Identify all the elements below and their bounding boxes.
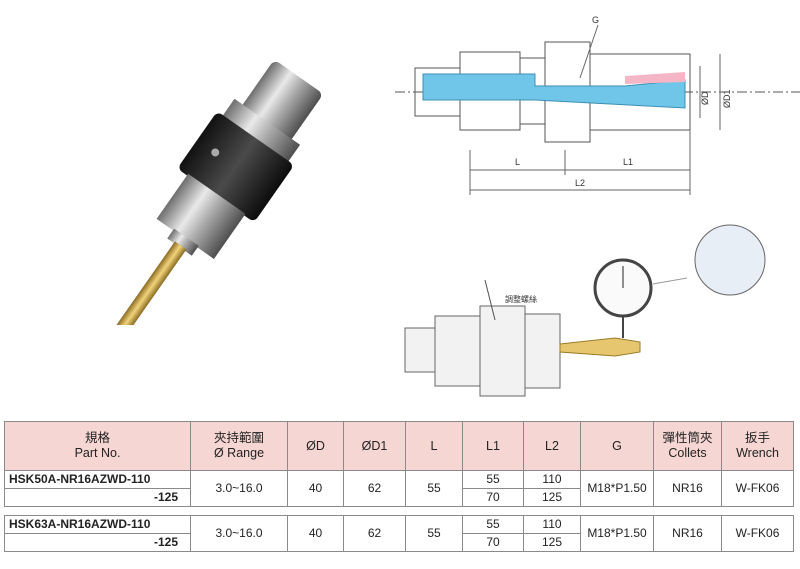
runout-check-drawing: 調整螺絲 — [404, 224, 766, 397]
l2-cell: 110 — [523, 515, 581, 534]
od-cell: 40 — [287, 470, 344, 507]
g-cell: M18*P1.50 — [580, 470, 654, 507]
g-label: G — [592, 15, 599, 25]
header-l: L — [405, 421, 463, 471]
dial-zoom — [694, 224, 766, 296]
adjust-screw-label: 調整螺絲 — [505, 294, 537, 304]
header-l2: L2 — [523, 421, 581, 471]
l2-label: L2 — [575, 178, 585, 188]
part-no: HSK63A-NR16AZWD-110 — [4, 515, 191, 534]
part-no-suffix: -125 — [4, 488, 191, 507]
collets-cell: NR16 — [653, 470, 722, 507]
tool-holder-photo — [111, 61, 322, 325]
l-label: L — [515, 157, 520, 167]
table-row: -125 70 125 — [4, 533, 794, 552]
range-cell: 3.0~16.0 — [190, 515, 288, 552]
l1-label: L1 — [623, 157, 633, 167]
l1-cell: 55 — [462, 515, 524, 534]
od1-label: ØD1 — [722, 89, 732, 108]
header-od1: ØD1 — [343, 421, 406, 471]
collets-cell: NR16 — [653, 515, 722, 552]
header-g: G — [580, 421, 654, 471]
table-row: HSK50A-NR16AZWD-110 3.0~16.0 40 62 55 55… — [4, 470, 794, 507]
table-row: HSK63A-NR16AZWD-110 3.0~16.0 40 62 55 55… — [4, 515, 794, 552]
part-no: HSK50A-NR16AZWD-110 — [4, 470, 191, 489]
od1-cell: 62 — [343, 515, 406, 552]
table-row: -125 70 125 — [4, 488, 794, 507]
od-cell: 40 — [287, 515, 344, 552]
od-label: ØD — [700, 91, 710, 105]
table-spacer — [5, 507, 794, 516]
l1-cell: 70 — [462, 533, 524, 552]
l-cell: 55 — [405, 515, 463, 552]
l2-cell: 125 — [523, 533, 581, 552]
part-no-suffix: -125 — [4, 533, 191, 552]
l2-cell: 125 — [523, 488, 581, 507]
l2-cell: 110 — [523, 470, 581, 489]
header-l1: L1 — [462, 421, 524, 471]
od1-cell: 62 — [343, 470, 406, 507]
cross-section-drawing: G ØD ØD1 L L1 L2 — [395, 15, 800, 195]
wrench-cell: W-FK06 — [721, 515, 794, 552]
l1-cell: 70 — [462, 488, 524, 507]
l-cell: 55 — [405, 470, 463, 507]
wrench-cell: W-FK06 — [721, 470, 794, 507]
l1-cell: 55 — [462, 470, 524, 489]
header-od: ØD — [287, 421, 344, 471]
range-cell: 3.0~16.0 — [190, 470, 288, 507]
g-cell: M18*P1.50 — [580, 515, 654, 552]
